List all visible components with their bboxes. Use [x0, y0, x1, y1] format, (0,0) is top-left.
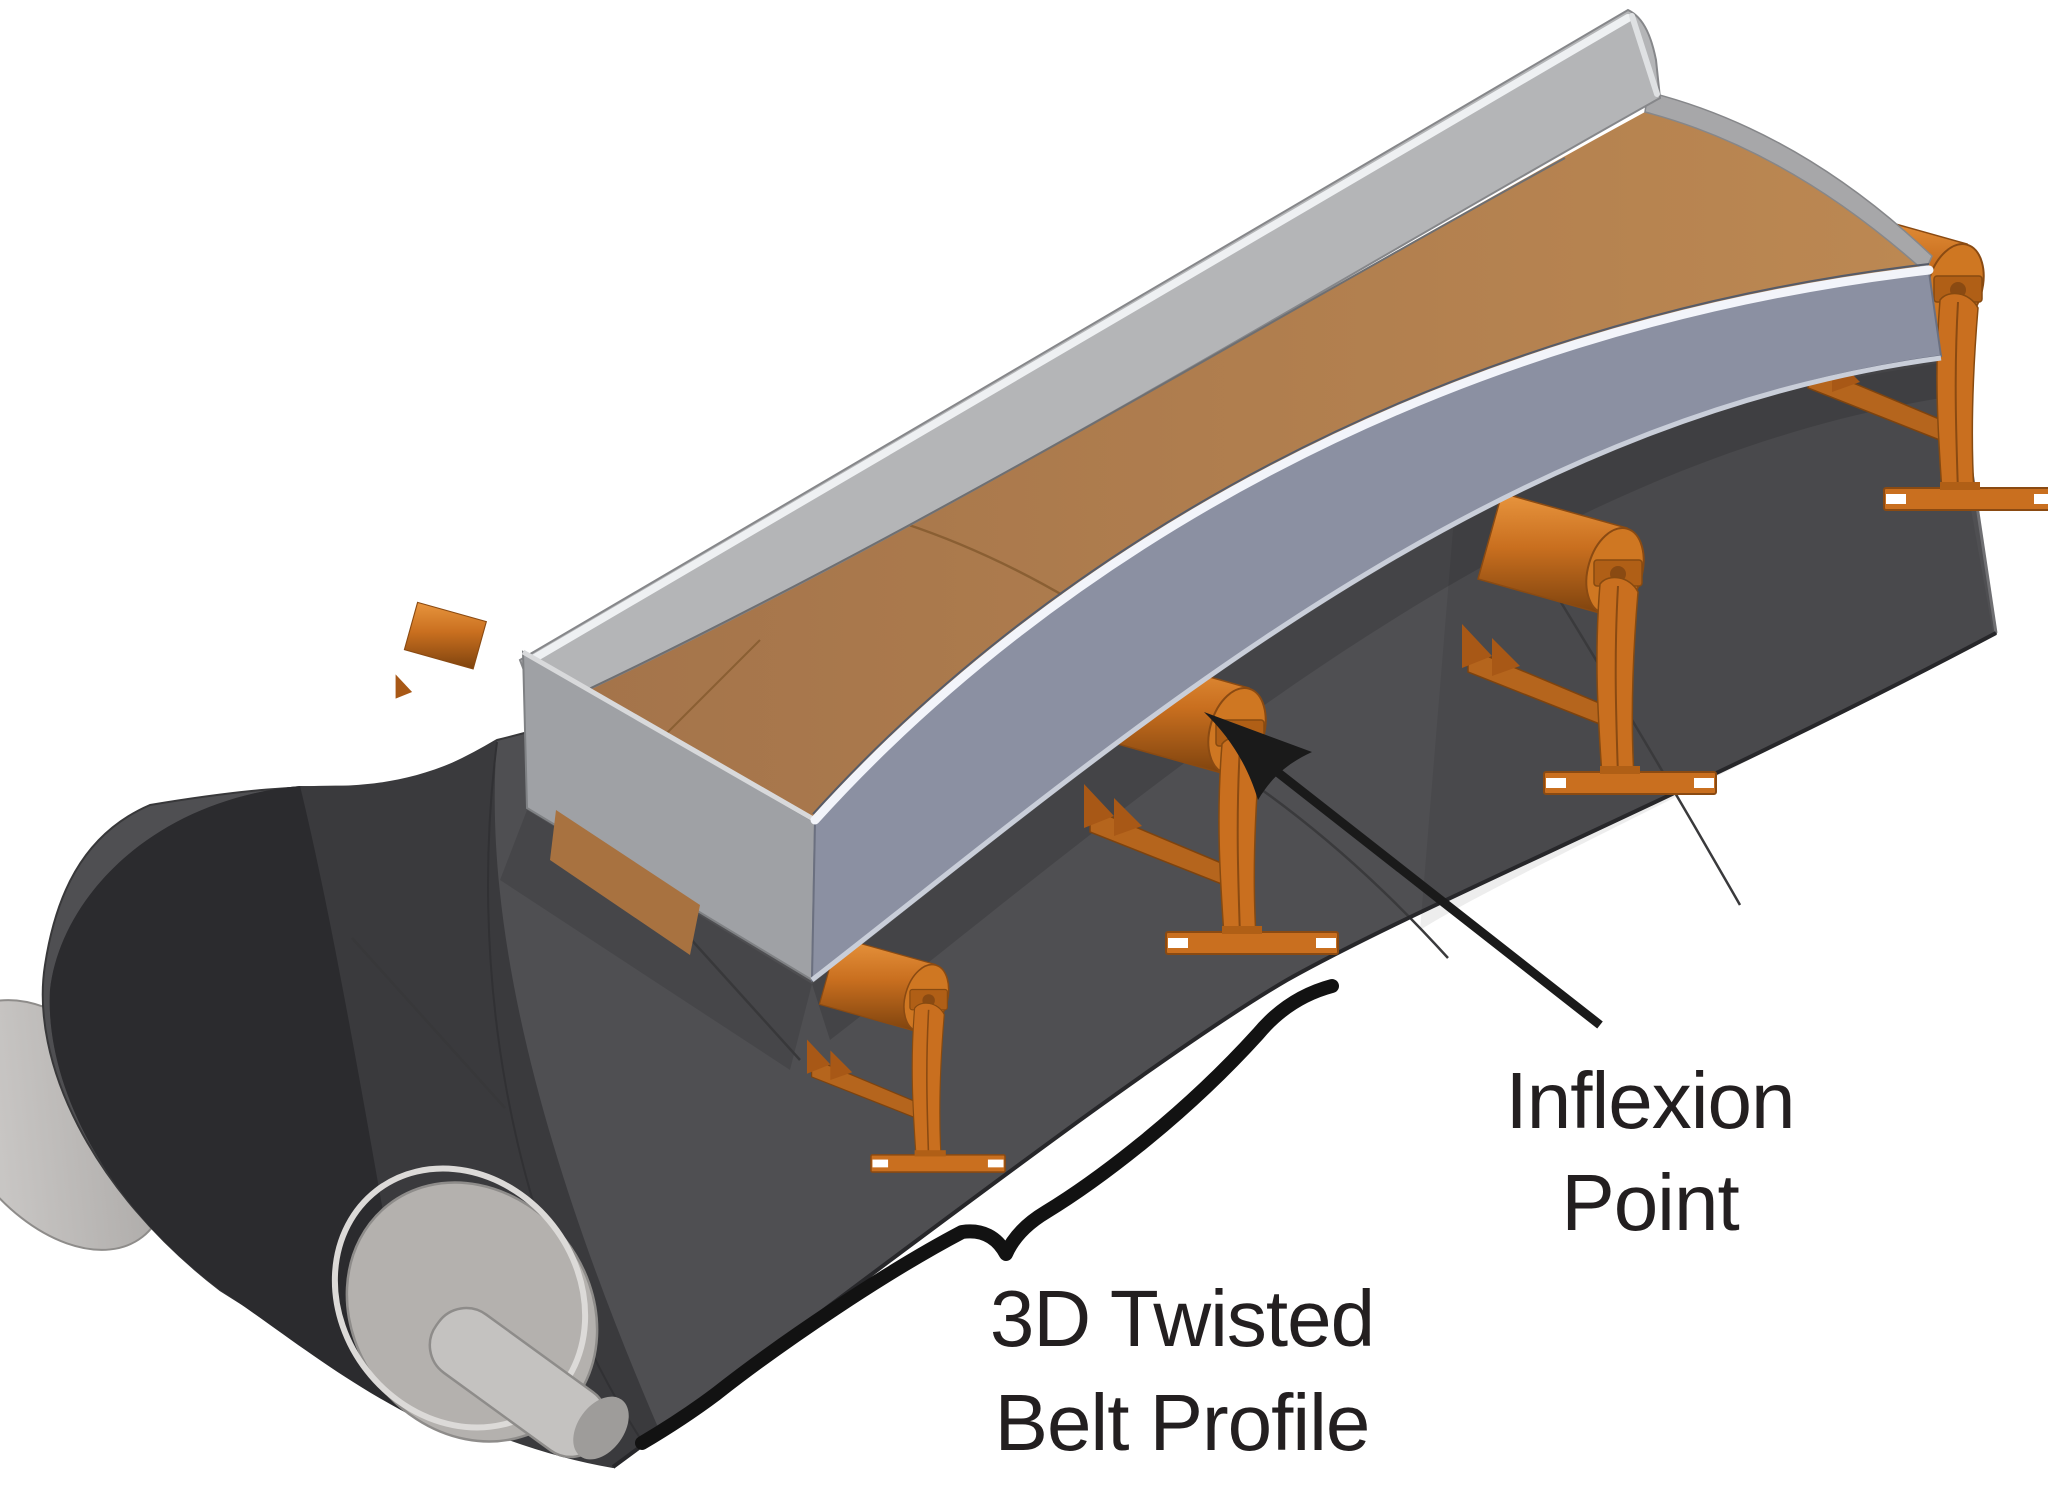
pulley-shaft-end [573, 1396, 629, 1460]
arrow-shaft [1259, 756, 1603, 1029]
chute-near-wall-bottom-rail [810, 355, 1942, 982]
bulk-material [523, 112, 1925, 822]
inflexion-label-line1: Inflexion [1506, 1056, 1795, 1145]
belt-seam [1536, 564, 1742, 906]
belt-profile-label-line1: 3D Twisted [990, 1274, 1374, 1363]
inflexion-label-line2: Point [1561, 1158, 1739, 1247]
chute-cover-top-rail [524, 14, 1632, 666]
idler-roller [403, 601, 488, 670]
drum-core-shadow [49, 786, 420, 1420]
belt-profile-label-line2: Belt Profile [995, 1378, 1370, 1467]
idler-far-gusset [395, 674, 413, 699]
chute-near-wall-top-rail [810, 265, 1934, 825]
annotations: Inflexion Point 3D Twisted Belt Profile [635, 712, 1795, 1467]
chute-cover-bottom-edge [539, 157, 1566, 713]
material-under-corner [550, 810, 700, 955]
belt-seam [1244, 776, 1449, 959]
belt-near-edge [611, 631, 1997, 1469]
chute-cover-right-rail [1629, 13, 1660, 97]
idler-station-hidden [395, 601, 488, 699]
inflexion-arrow [1204, 712, 1603, 1029]
chute-end-wall-rail [521, 649, 817, 823]
curly-brace-icon [635, 979, 1339, 1450]
loading-chute [518, 8, 1943, 983]
belt-seam [351, 937, 506, 1109]
arrowhead-icon [1204, 712, 1312, 800]
tail-pulley [331, 1165, 629, 1460]
chute-near-wall-top-outline [812, 263, 1930, 815]
